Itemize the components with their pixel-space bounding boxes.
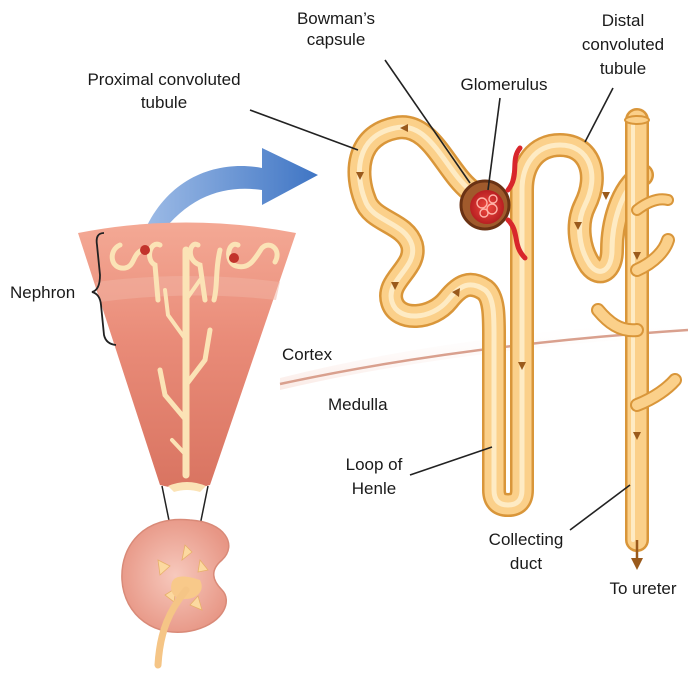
proximal-tubule-label: Proximal convoluted [87, 70, 240, 89]
kidney-icon [122, 519, 229, 665]
distal-tubule-label: Distal [602, 11, 645, 30]
nephron-tubule [356, 116, 675, 570]
cortex-label: Cortex [282, 345, 333, 364]
glomerulus-label: Glomerulus [461, 75, 548, 94]
bowmans-capsule-label: Bowman’s [297, 9, 375, 28]
proximal-tubule-label-2: tubule [141, 93, 187, 112]
kidney-wedge [78, 223, 296, 493]
zoom-pointer-arrow [145, 148, 318, 235]
collecting-duct-label: Collecting [489, 530, 564, 549]
bowmans-capsule [461, 181, 509, 229]
loop-of-henle-label: Loop of [346, 455, 403, 474]
loop-of-henle-label-2: Henle [352, 479, 396, 498]
nephron-label: Nephron [10, 283, 75, 302]
bowmans-capsule-label-2: capsule [307, 30, 366, 49]
medulla-label: Medulla [328, 395, 388, 414]
distal-tubule-label-3: tubule [600, 59, 646, 78]
distal-tubule-label-2: convoluted [582, 35, 664, 54]
to-ureter-label: To ureter [609, 579, 676, 598]
collecting-duct-label-2: duct [510, 554, 542, 573]
